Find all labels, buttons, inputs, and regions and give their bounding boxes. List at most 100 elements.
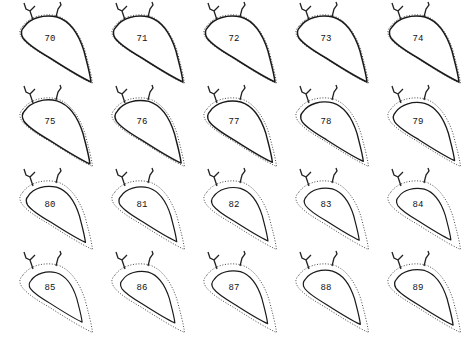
current-contour: [115, 100, 181, 163]
reference-contour: [112, 181, 185, 250]
current-contour: [304, 188, 359, 240]
frame-number: 83: [321, 201, 332, 210]
ventricle-frame: 87: [188, 252, 278, 334]
ventricle-frame: 88: [280, 252, 370, 334]
contour-outline: [96, 169, 186, 251]
reference-contour: [204, 264, 277, 333]
vessel-lines: [116, 168, 153, 186]
current-contour: [26, 186, 85, 242]
current-contour: [297, 16, 367, 82]
current-contour: [120, 271, 174, 322]
vessel-lines: [392, 168, 429, 186]
frame-number: 86: [137, 284, 148, 293]
ventricle-frame: 70: [4, 3, 94, 85]
contour-outline: [372, 3, 462, 85]
frame-number: 74: [413, 35, 424, 44]
frame-number: 77: [229, 118, 240, 127]
ventricle-frame: 80: [4, 169, 94, 251]
reference-contour: [112, 98, 185, 167]
contour-outline: [280, 169, 370, 251]
vessel-lines: [24, 168, 61, 186]
ventricle-frame: 83: [280, 169, 370, 251]
current-contour: [394, 270, 453, 325]
contour-outline: [188, 252, 278, 334]
contour-outline: [4, 252, 94, 334]
contour-outline: [96, 3, 186, 85]
vessel-lines: [208, 251, 245, 269]
contour-outline: [372, 86, 462, 168]
vessel-lines: [300, 251, 337, 269]
current-contour: [396, 188, 450, 239]
vessel-lines: [116, 251, 153, 269]
reference-contour: [112, 15, 185, 84]
reference-contour: [296, 15, 369, 84]
current-contour: [205, 16, 275, 82]
ventricle-frame: 71: [96, 3, 186, 85]
reference-contour: [388, 264, 461, 333]
current-contour: [22, 100, 90, 164]
reference-contour: [112, 264, 185, 333]
ventricle-frame: 89: [372, 252, 462, 334]
vessel-lines: [24, 251, 61, 269]
contour-outline: [188, 86, 278, 168]
ventricle-frame: 82: [188, 169, 278, 251]
current-contour: [207, 101, 272, 162]
current-contour: [113, 16, 183, 82]
vessel-lines: [392, 85, 429, 103]
vessel-lines: [300, 168, 337, 186]
frame-number: 72: [229, 35, 240, 44]
contour-outline: [188, 3, 278, 85]
reference-contour: [20, 181, 93, 250]
frame-number: 84: [413, 201, 424, 210]
contour-outline: [96, 252, 186, 334]
vessel-lines: [208, 85, 245, 103]
reference-contour: [388, 98, 461, 167]
vessel-lines: [208, 168, 245, 186]
reference-contour: [296, 98, 369, 167]
current-contour: [119, 187, 177, 242]
contour-outline: [372, 169, 462, 251]
frame-number: 76: [137, 118, 148, 127]
contour-outline: [4, 169, 94, 251]
ventricle-frame: 81: [96, 169, 186, 251]
ventricle-frame: 76: [96, 86, 186, 168]
ventricle-frame: 86: [96, 252, 186, 334]
frame-number: 81: [137, 201, 148, 210]
frame-number: 82: [229, 201, 240, 210]
ventricle-frame: 84: [372, 169, 462, 251]
current-contour: [211, 188, 268, 241]
frame-number: 75: [45, 118, 56, 127]
reference-contour: [296, 181, 369, 250]
frame-number: 88: [321, 284, 332, 293]
frame-number: 71: [137, 35, 148, 44]
reference-contour: [204, 181, 277, 250]
current-contour: [29, 272, 82, 322]
reference-contour: [296, 264, 369, 333]
current-contour: [303, 270, 360, 324]
current-contour: [300, 102, 363, 161]
reference-contour: [204, 98, 277, 167]
frame-number: 85: [45, 284, 56, 293]
frame-number: 89: [413, 284, 424, 293]
contour-outline: [280, 252, 370, 334]
ventricle-frame: 85: [4, 252, 94, 334]
ventricle-frame: 78: [280, 86, 370, 168]
frame-number: 79: [413, 118, 424, 127]
ventricle-frame: 74: [372, 3, 462, 85]
reference-contour: [20, 98, 93, 167]
ventricle-frame: 72: [188, 3, 278, 85]
frame-number: 70: [45, 35, 56, 44]
contour-outline: [372, 252, 462, 334]
current-contour: [389, 16, 459, 82]
frame-number: 80: [45, 201, 56, 210]
reference-contour: [388, 181, 461, 250]
contour-outline: [188, 169, 278, 251]
contour-outline: [4, 86, 94, 168]
reference-contour: [20, 15, 93, 84]
current-contour: [21, 16, 91, 82]
vessel-lines: [300, 85, 337, 103]
contour-outline: [96, 86, 186, 168]
contour-outline: [280, 86, 370, 168]
contour-outline: [4, 3, 94, 85]
